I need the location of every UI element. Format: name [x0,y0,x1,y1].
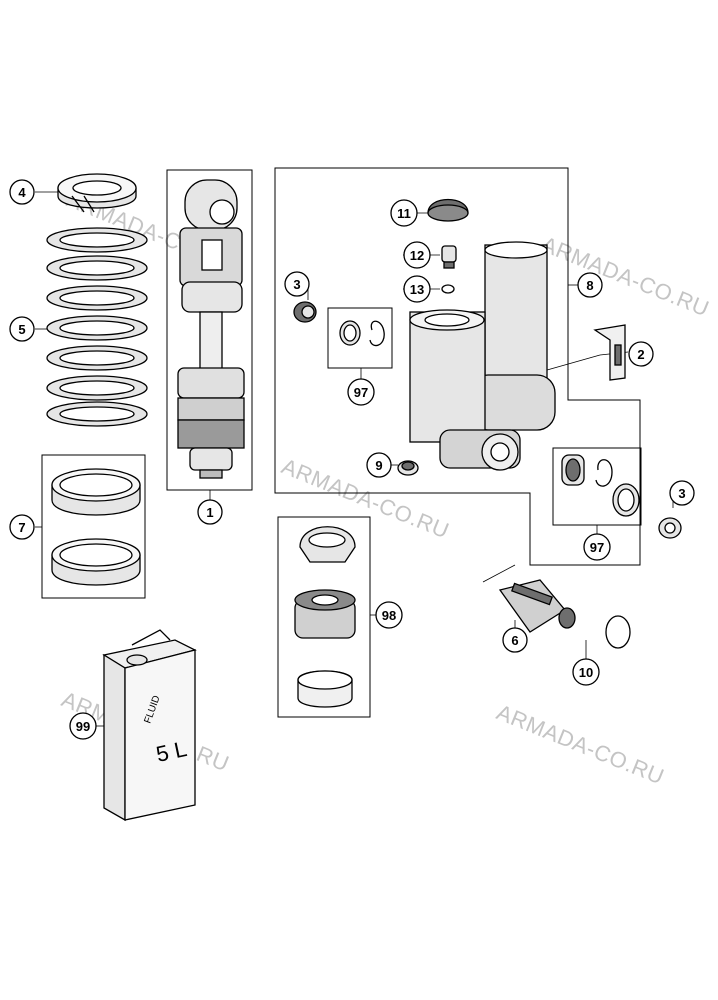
container-label-volume: 5 L [154,736,189,767]
callout-label: 97 [354,385,368,400]
box-part-8 [274,167,641,566]
group-boxes [41,167,642,718]
callout-11: 11 [390,199,418,227]
callout-6: 6 [502,627,528,653]
bump-stop-kit [294,526,356,708]
callout-5: 5 [9,316,35,342]
callout-3-left: 3 [284,271,310,297]
callout-label: 10 [579,665,593,680]
coil-spring [46,227,148,427]
callout-4: 4 [9,179,35,205]
callout-label: 99 [76,719,90,734]
callout-label: 4 [18,185,26,200]
seal-kit-left [339,320,385,347]
callout-label: 5 [18,322,25,337]
callout-13: 13 [403,275,431,303]
callout-7: 7 [9,514,35,540]
callout-2: 2 [628,341,654,367]
callout-97-right: 97 [583,533,611,561]
cap-right [658,517,682,539]
watermark-text: ARMADA-CO.RU [538,231,713,321]
callout-1: 1 [197,499,223,525]
callouts: 1 2 3 3 4 5 6 7 8 9 10 11 12 13 97 97 98… [9,179,695,740]
watermark-text: ARMADA-CO.RU [493,699,668,789]
seal-kit-right [561,454,640,517]
reservoir-cap [427,199,469,222]
valve [441,245,457,269]
box-part-97a [327,307,393,369]
callout-label: 8 [586,278,593,293]
bleed-screw [397,460,419,476]
cap-left [293,301,317,323]
callout-label: 3 [678,486,685,501]
callout-8: 8 [577,272,603,298]
callout-label: 1 [206,505,213,520]
callout-12: 12 [403,241,431,269]
fluid-container [102,629,197,822]
adjusting-rings [51,468,141,586]
callout-label: 3 [293,277,300,292]
box-part-1 [166,169,253,491]
callout-label: 6 [511,633,518,648]
callout-97-left: 97 [347,378,375,406]
callout-label: 97 [590,540,604,555]
callout-label: 13 [410,282,424,297]
callout-label: 9 [375,458,382,473]
callout-3-right: 3 [669,480,695,506]
box-part-98 [277,516,371,718]
o-ring-large [605,615,631,649]
shock-absorber-body [177,179,245,479]
compression-adjuster [498,579,576,633]
o-ring-small [441,284,455,294]
callout-99: 99 [69,712,97,740]
callout-label: 7 [18,520,25,535]
spring-seat [57,173,137,213]
box-part-7 [41,454,146,599]
reservoir-clip [593,324,626,381]
callout-label: 11 [397,206,411,221]
callout-9: 9 [366,452,392,478]
damper-housing [409,241,556,471]
callout-label: 2 [637,347,644,362]
watermark-text: ARMADA-CO.RU [278,453,453,543]
callout-10: 10 [572,658,600,686]
callout-98: 98 [375,601,403,629]
callout-label: 98 [382,608,396,623]
callout-label: 12 [410,248,424,263]
